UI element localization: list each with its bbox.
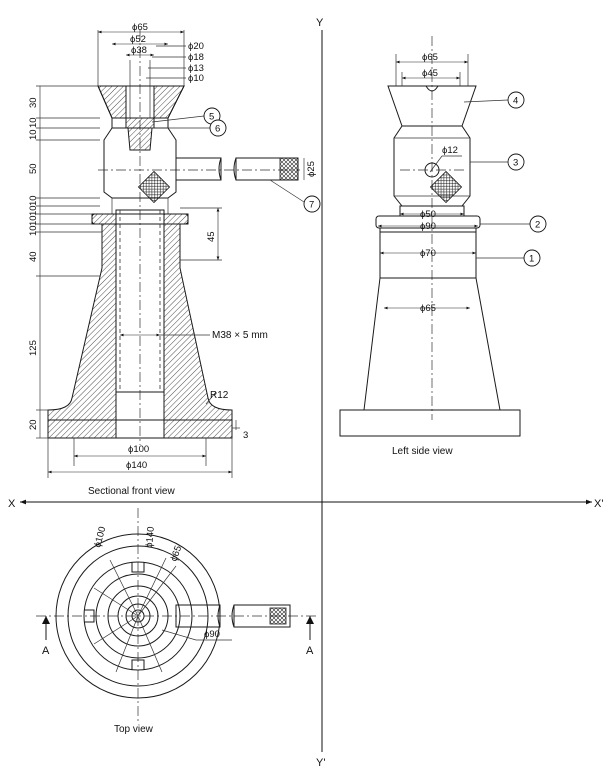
fillet-r12: R12 (210, 390, 229, 401)
top-base-inner (67, 545, 209, 687)
dim-side-d65b: ϕ65 (420, 303, 436, 314)
cup-section-right (153, 85, 185, 119)
left-side-view: ϕ65 ϕ45 ϕ12 ϕ50 ϕ90 ϕ70 ϕ65 Left side vi… (339, 36, 547, 457)
balloon-3 (507, 153, 525, 171)
dim-v10a: 10 (28, 117, 39, 128)
balloon-6 (209, 119, 227, 137)
tommy-bar-left (175, 157, 222, 181)
svg-text:2: 2 (535, 220, 540, 231)
dim-top-d90: ϕ90 (204, 629, 220, 640)
section-label-a-right: A (306, 645, 314, 657)
dim-d20: ϕ20 (188, 41, 204, 52)
balloon-7 (303, 195, 321, 213)
svg-text:7: 7 (309, 200, 314, 211)
top-cup-mid (107, 585, 169, 647)
reference-axes: Y Y' X X' (8, 17, 603, 769)
sectional-front-view: ϕ65 ϕ52 ϕ38 ϕ20 ϕ18 ϕ13 ϕ10 (28, 22, 321, 497)
dim-v10c: 10 (28, 195, 39, 206)
caption-front-view: Sectional front view (88, 486, 175, 497)
balloon-4 (507, 91, 525, 109)
top-view: ϕ100 ϕ140 ϕ65 ϕ90 A A Top view (36, 508, 318, 735)
y-axis-label-bottom: Y' (316, 757, 325, 769)
dim-side-d70: ϕ70 (420, 248, 436, 259)
dim-top-d100: ϕ100 (92, 525, 108, 548)
x-axis-label-right: X' (594, 498, 603, 510)
dim-d25: ϕ25 (306, 161, 317, 177)
dim-side-d50: ϕ50 (420, 209, 436, 220)
top-cup-rim (95, 573, 181, 659)
dim-d18: ϕ18 (188, 52, 204, 63)
dim-v10d: 10 (28, 205, 39, 216)
svg-text:5: 5 (209, 112, 214, 123)
dim-t3: 3 (243, 430, 248, 441)
knurl-tommy-bar (279, 157, 299, 181)
dim-side-d12: ϕ12 (442, 145, 458, 156)
screw-spindle (115, 209, 165, 393)
washer-section (125, 117, 155, 129)
body-section-right (163, 223, 233, 421)
set-screw-section (127, 127, 153, 151)
dim-d140-front: ϕ140 (126, 460, 147, 471)
svg-text:6: 6 (215, 124, 220, 135)
dim-side-d65a: ϕ65 (422, 52, 438, 63)
top-nut-flange (83, 561, 193, 671)
balloon-2 (529, 215, 547, 233)
svg-text:4: 4 (513, 96, 518, 107)
balloon-1 (523, 249, 541, 267)
dim-d38: ϕ38 (131, 45, 147, 56)
dim-top-d65: ϕ65 (168, 544, 184, 563)
dim-top-d140: ϕ140 (144, 526, 157, 548)
dim-v50: 50 (28, 163, 39, 174)
y-axis-label-top: Y (316, 17, 324, 29)
section-label-a-left: A (42, 645, 50, 657)
dim-v45: 45 (206, 231, 217, 242)
dim-v30: 30 (28, 97, 39, 108)
caption-top-view: Top view (114, 724, 154, 735)
screw-head-outline (103, 127, 177, 199)
top-tommy-bar-left (175, 604, 221, 628)
front-left-dim-ticks (36, 85, 102, 439)
svg-text:3: 3 (513, 158, 518, 169)
dim-v40: 40 (28, 251, 39, 262)
knurl-patch-side (429, 170, 463, 204)
top-tommy-bar-right (233, 604, 291, 628)
dim-d13: ϕ13 (188, 63, 204, 74)
thread-callout: M38 × 5 mm (212, 330, 268, 341)
dim-d52: ϕ52 (130, 34, 146, 45)
caption-side-view: Left side view (392, 446, 453, 457)
x-axis-label-left: X (8, 498, 16, 510)
dim-side-d45: ϕ45 (422, 68, 438, 79)
svg-text:1: 1 (529, 254, 534, 265)
dim-side-d90: ϕ90 (420, 221, 436, 232)
dim-d10: ϕ10 (188, 73, 204, 84)
side-base (339, 409, 521, 437)
dim-v10b: 10 (28, 129, 39, 140)
knurl-patch-front (137, 170, 171, 204)
dim-v10f: 10 (28, 225, 39, 236)
dim-v20: 20 (28, 419, 39, 430)
knurl-top (269, 607, 287, 625)
body-section-left (47, 223, 117, 421)
dim-d65-front: ϕ65 (132, 22, 148, 33)
dim-d100-front: ϕ100 (128, 444, 149, 455)
dim-v125: 125 (28, 340, 39, 356)
cup-section-left (97, 85, 127, 119)
dim-v10e: 10 (28, 215, 39, 226)
